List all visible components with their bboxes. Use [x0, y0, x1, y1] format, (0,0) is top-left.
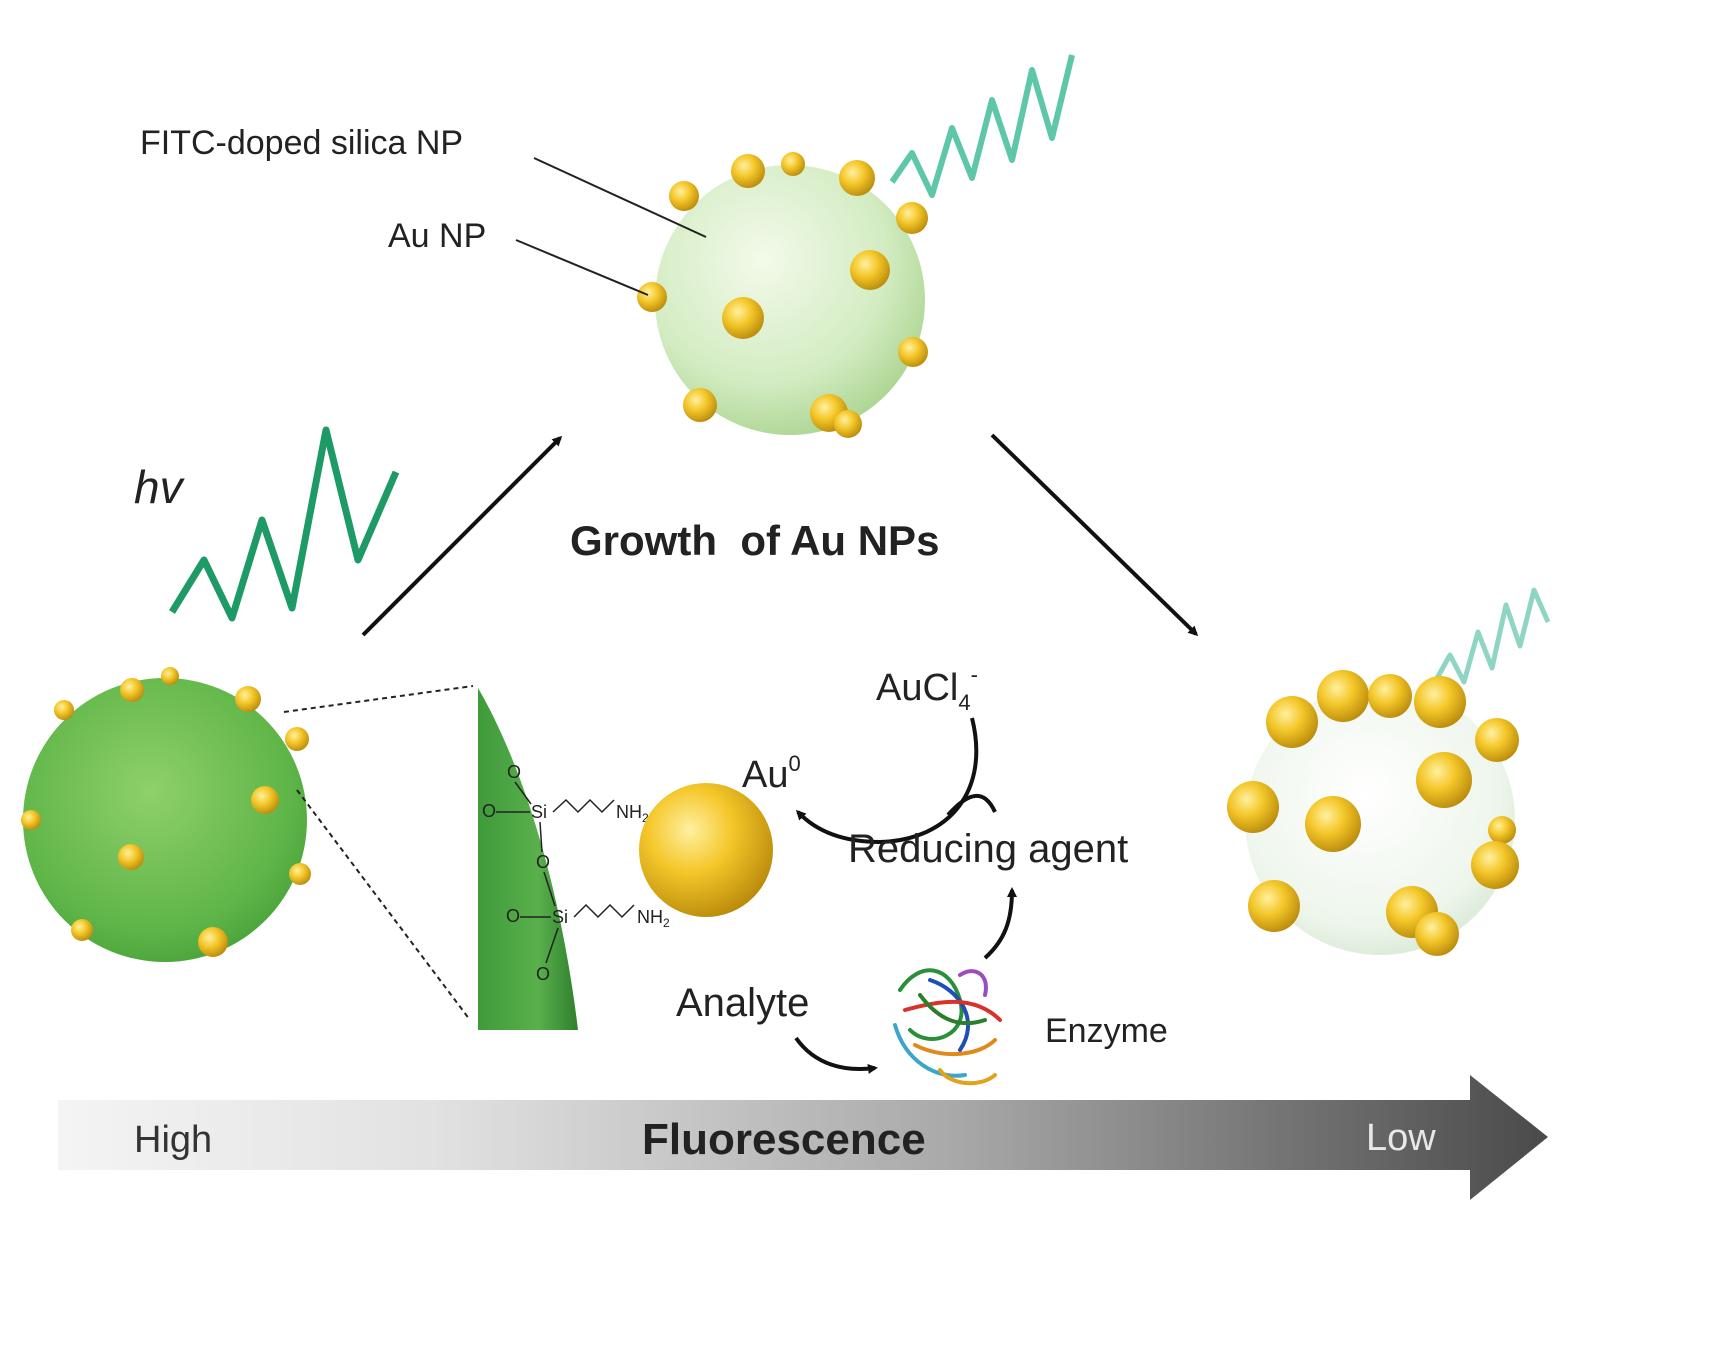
svg-text:Si: Si: [531, 802, 547, 822]
enzyme-to-reducing-arrow: [983, 887, 1017, 960]
zoom-line-top: [283, 685, 474, 713]
hv-label: hv: [134, 461, 186, 513]
au-nanoparticle-large: [639, 783, 773, 917]
silica-callout-line: [533, 157, 707, 238]
silica-surface-section: [478, 688, 578, 1030]
growth-label: Growth of Au NPs: [570, 517, 939, 564]
zoom-line-bottom: [296, 789, 471, 1021]
reducing-agent-label: Reducing agent: [848, 827, 1128, 871]
svg-text:O: O: [506, 906, 520, 926]
arrow-top-to-right: [990, 433, 1199, 637]
left-au-nps: [21, 667, 311, 957]
right-au-nps: [1227, 670, 1519, 956]
surface-chemistry: O O Si O O Si O NH2 NH2: [482, 762, 670, 984]
svg-text:O: O: [507, 762, 521, 782]
svg-text:NH2: NH2: [616, 802, 649, 825]
aucl4-label: AuCl4-: [876, 662, 978, 715]
right-emission-wave: [1433, 587, 1551, 685]
analyte-label: Analyte: [676, 981, 809, 1025]
enzyme-structure: [893, 968, 1002, 1086]
fluorescence-gradient-arrow: [58, 1075, 1548, 1200]
reducing-agent-branch: [946, 793, 997, 817]
au0-label: Au0: [742, 751, 801, 796]
high-label: High: [134, 1119, 212, 1161]
silica-np-label: FITC-doped silica NP: [140, 124, 463, 162]
excitation-wave: [169, 426, 400, 622]
svg-text:O: O: [536, 964, 550, 984]
analyte-to-enzyme-arrow: [794, 1036, 878, 1074]
left-silica-particle: [21, 667, 311, 962]
svg-text:O: O: [536, 852, 550, 872]
right-silica-particle: [1227, 670, 1519, 956]
fluorescence-label: Fluorescence: [642, 1115, 926, 1164]
top-silica-particle: [637, 152, 928, 438]
au-callout-line: [515, 239, 649, 296]
arrow-left-to-top: [361, 435, 563, 637]
au-np-label: Au NP: [388, 217, 486, 255]
top-au-nps: [637, 152, 928, 438]
svg-text:Si: Si: [552, 907, 568, 927]
low-label: Low: [1366, 1117, 1436, 1159]
svg-text:O: O: [482, 801, 496, 821]
svg-text:NH2: NH2: [637, 907, 670, 930]
reduction-arrow: [795, 717, 979, 845]
enzyme-label: Enzyme: [1045, 1012, 1168, 1050]
top-emission-wave: [889, 54, 1075, 198]
